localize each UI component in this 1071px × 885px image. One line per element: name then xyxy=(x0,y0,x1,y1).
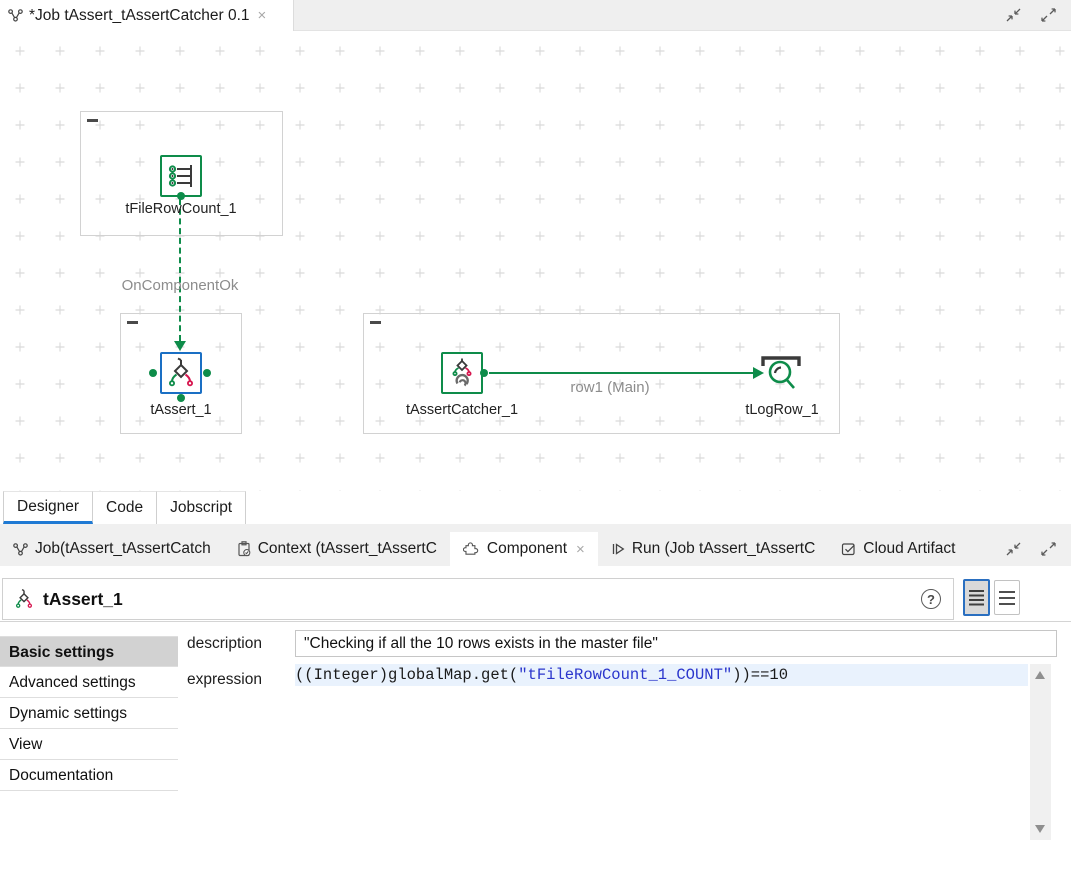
connection-oncomponentok[interactable] xyxy=(179,199,181,341)
connection-label-row1[interactable]: row1 (Main) xyxy=(570,379,650,396)
sidebar-item-advanced-settings[interactable]: Advanced settings xyxy=(0,667,178,698)
close-icon[interactable]: × xyxy=(257,7,267,24)
cloud-artifact-icon xyxy=(842,543,856,556)
subjob-rect-catcher xyxy=(363,313,840,434)
minimize-icon[interactable] xyxy=(1005,8,1022,22)
context-icon xyxy=(238,541,251,557)
run-icon xyxy=(612,543,625,555)
tab-code[interactable]: Code xyxy=(93,491,158,524)
tassert-icon xyxy=(169,357,193,387)
anchor-dot[interactable] xyxy=(177,192,185,200)
collapse-handle[interactable] xyxy=(87,119,98,122)
connection-label-oncomponentok[interactable]: OnComponentOk xyxy=(121,277,239,294)
anchor-dot[interactable] xyxy=(203,369,211,377)
settings-sidebar: Basic settings Advanced settings Dynamic… xyxy=(0,636,178,791)
tassertcatcher-icon xyxy=(452,358,472,387)
tab-component-view[interactable]: Component × xyxy=(449,532,598,566)
component-label: tAssertCatcher_1 xyxy=(405,402,519,418)
job-icon xyxy=(8,9,23,22)
expression-scrollbar[interactable] xyxy=(1030,664,1051,840)
sidebar-item-dynamic-settings[interactable]: Dynamic settings xyxy=(0,698,178,729)
separator xyxy=(0,524,1071,532)
scroll-up-icon[interactable] xyxy=(1035,671,1045,679)
component-label: tFileRowCount_1 xyxy=(125,201,237,217)
anchor-dot[interactable] xyxy=(149,369,157,377)
layout-toggle-horizontal[interactable] xyxy=(994,580,1020,615)
tfilerowcount-icon xyxy=(168,165,192,187)
subjob-rect-assert xyxy=(120,313,242,434)
editor-tabbar: *Job tAssert_tAssertCatcher 0.1 × xyxy=(0,0,1071,31)
scroll-down-icon[interactable] xyxy=(1035,825,1045,833)
design-canvas[interactable]: OnComponentOk row1 (Main) tFileRowCount_… xyxy=(0,31,1071,491)
sidebar-item-documentation[interactable]: Documentation xyxy=(0,760,178,791)
sidebar-item-view[interactable]: View xyxy=(0,729,178,760)
dense-lines-icon xyxy=(969,589,984,606)
editor-tab-job[interactable]: *Job tAssert_tAssertCatcher 0.1 × xyxy=(0,0,294,31)
sidebar-item-basic-settings[interactable]: Basic settings xyxy=(0,636,178,667)
close-icon[interactable]: × xyxy=(576,540,585,558)
code-prefix: ((Integer)globalMap.get( xyxy=(295,666,519,684)
tab-job-view[interactable]: Job(tAssert_tAssertCatch xyxy=(0,532,224,566)
component-title: tAssert_1 xyxy=(43,588,123,609)
view-tabbar: Designer Code Jobscript xyxy=(0,491,1071,524)
canvas-grid xyxy=(0,31,1071,491)
component-header-box: tAssert_1 ? xyxy=(2,578,954,620)
component-tassert[interactable] xyxy=(160,352,202,394)
help-icon[interactable]: ? xyxy=(921,589,941,609)
tassert-icon xyxy=(15,588,33,608)
subjob-rect-filerowcount xyxy=(80,111,283,236)
tab-cloud-artifact-view[interactable]: Cloud Artifact xyxy=(828,532,968,566)
panel-tabbar: Job(tAssert_tAssertCatch Context (tAsser… xyxy=(0,532,1071,566)
connection-row1[interactable] xyxy=(489,372,755,374)
job-icon xyxy=(13,542,28,556)
anchor-dot[interactable] xyxy=(177,394,185,402)
description-input[interactable]: "Checking if all the 10 rows exists in t… xyxy=(295,630,1057,657)
component-panel-body: Basic settings Advanced settings Dynamic… xyxy=(0,622,1071,885)
tab-context-view[interactable]: Context (tAssert_tAssertC xyxy=(224,532,450,566)
tab-designer[interactable]: Designer xyxy=(3,491,94,524)
tlogrow-icon xyxy=(761,356,801,389)
anchor-dot[interactable] xyxy=(480,369,488,377)
component-panel-header: tAssert_1 ? xyxy=(0,566,1071,622)
component-tassertcatcher[interactable] xyxy=(441,352,483,394)
connection-row1-arrowhead xyxy=(753,367,764,379)
description-label: description xyxy=(187,635,262,652)
expression-code-line[interactable]: ((Integer)globalMap.get("tFileRowCount_1… xyxy=(295,664,1028,686)
expression-label: expression xyxy=(187,671,262,688)
maximize-icon[interactable] xyxy=(1040,542,1057,556)
code-string-literal: "tFileRowCount_1_COUNT" xyxy=(518,666,733,684)
tab-jobscript[interactable]: Jobscript xyxy=(157,491,247,524)
collapse-handle[interactable] xyxy=(127,321,138,324)
layout-toggle-vertical[interactable] xyxy=(963,579,990,616)
expression-editor[interactable]: ((Integer)globalMap.get("tFileRowCount_1… xyxy=(295,664,1028,846)
code-suffix: ))==10 xyxy=(732,666,788,684)
component-label: tAssert_1 xyxy=(150,402,212,418)
component-tfilerowcount[interactable] xyxy=(160,155,202,197)
collapse-handle[interactable] xyxy=(370,321,381,324)
tab-run-view[interactable]: Run (Job tAssert_tAssertC xyxy=(598,532,828,566)
lines-icon xyxy=(999,590,1015,605)
minimize-icon[interactable] xyxy=(1005,542,1022,556)
component-label: tLogRow_1 xyxy=(745,402,819,418)
component-tlogrow[interactable] xyxy=(757,348,805,401)
maximize-icon[interactable] xyxy=(1040,8,1057,22)
component-icon xyxy=(462,541,479,555)
connection-oncomponentok-arrowhead xyxy=(174,341,186,351)
editor-tab-title: *Job tAssert_tAssertCatcher 0.1 xyxy=(29,6,250,24)
